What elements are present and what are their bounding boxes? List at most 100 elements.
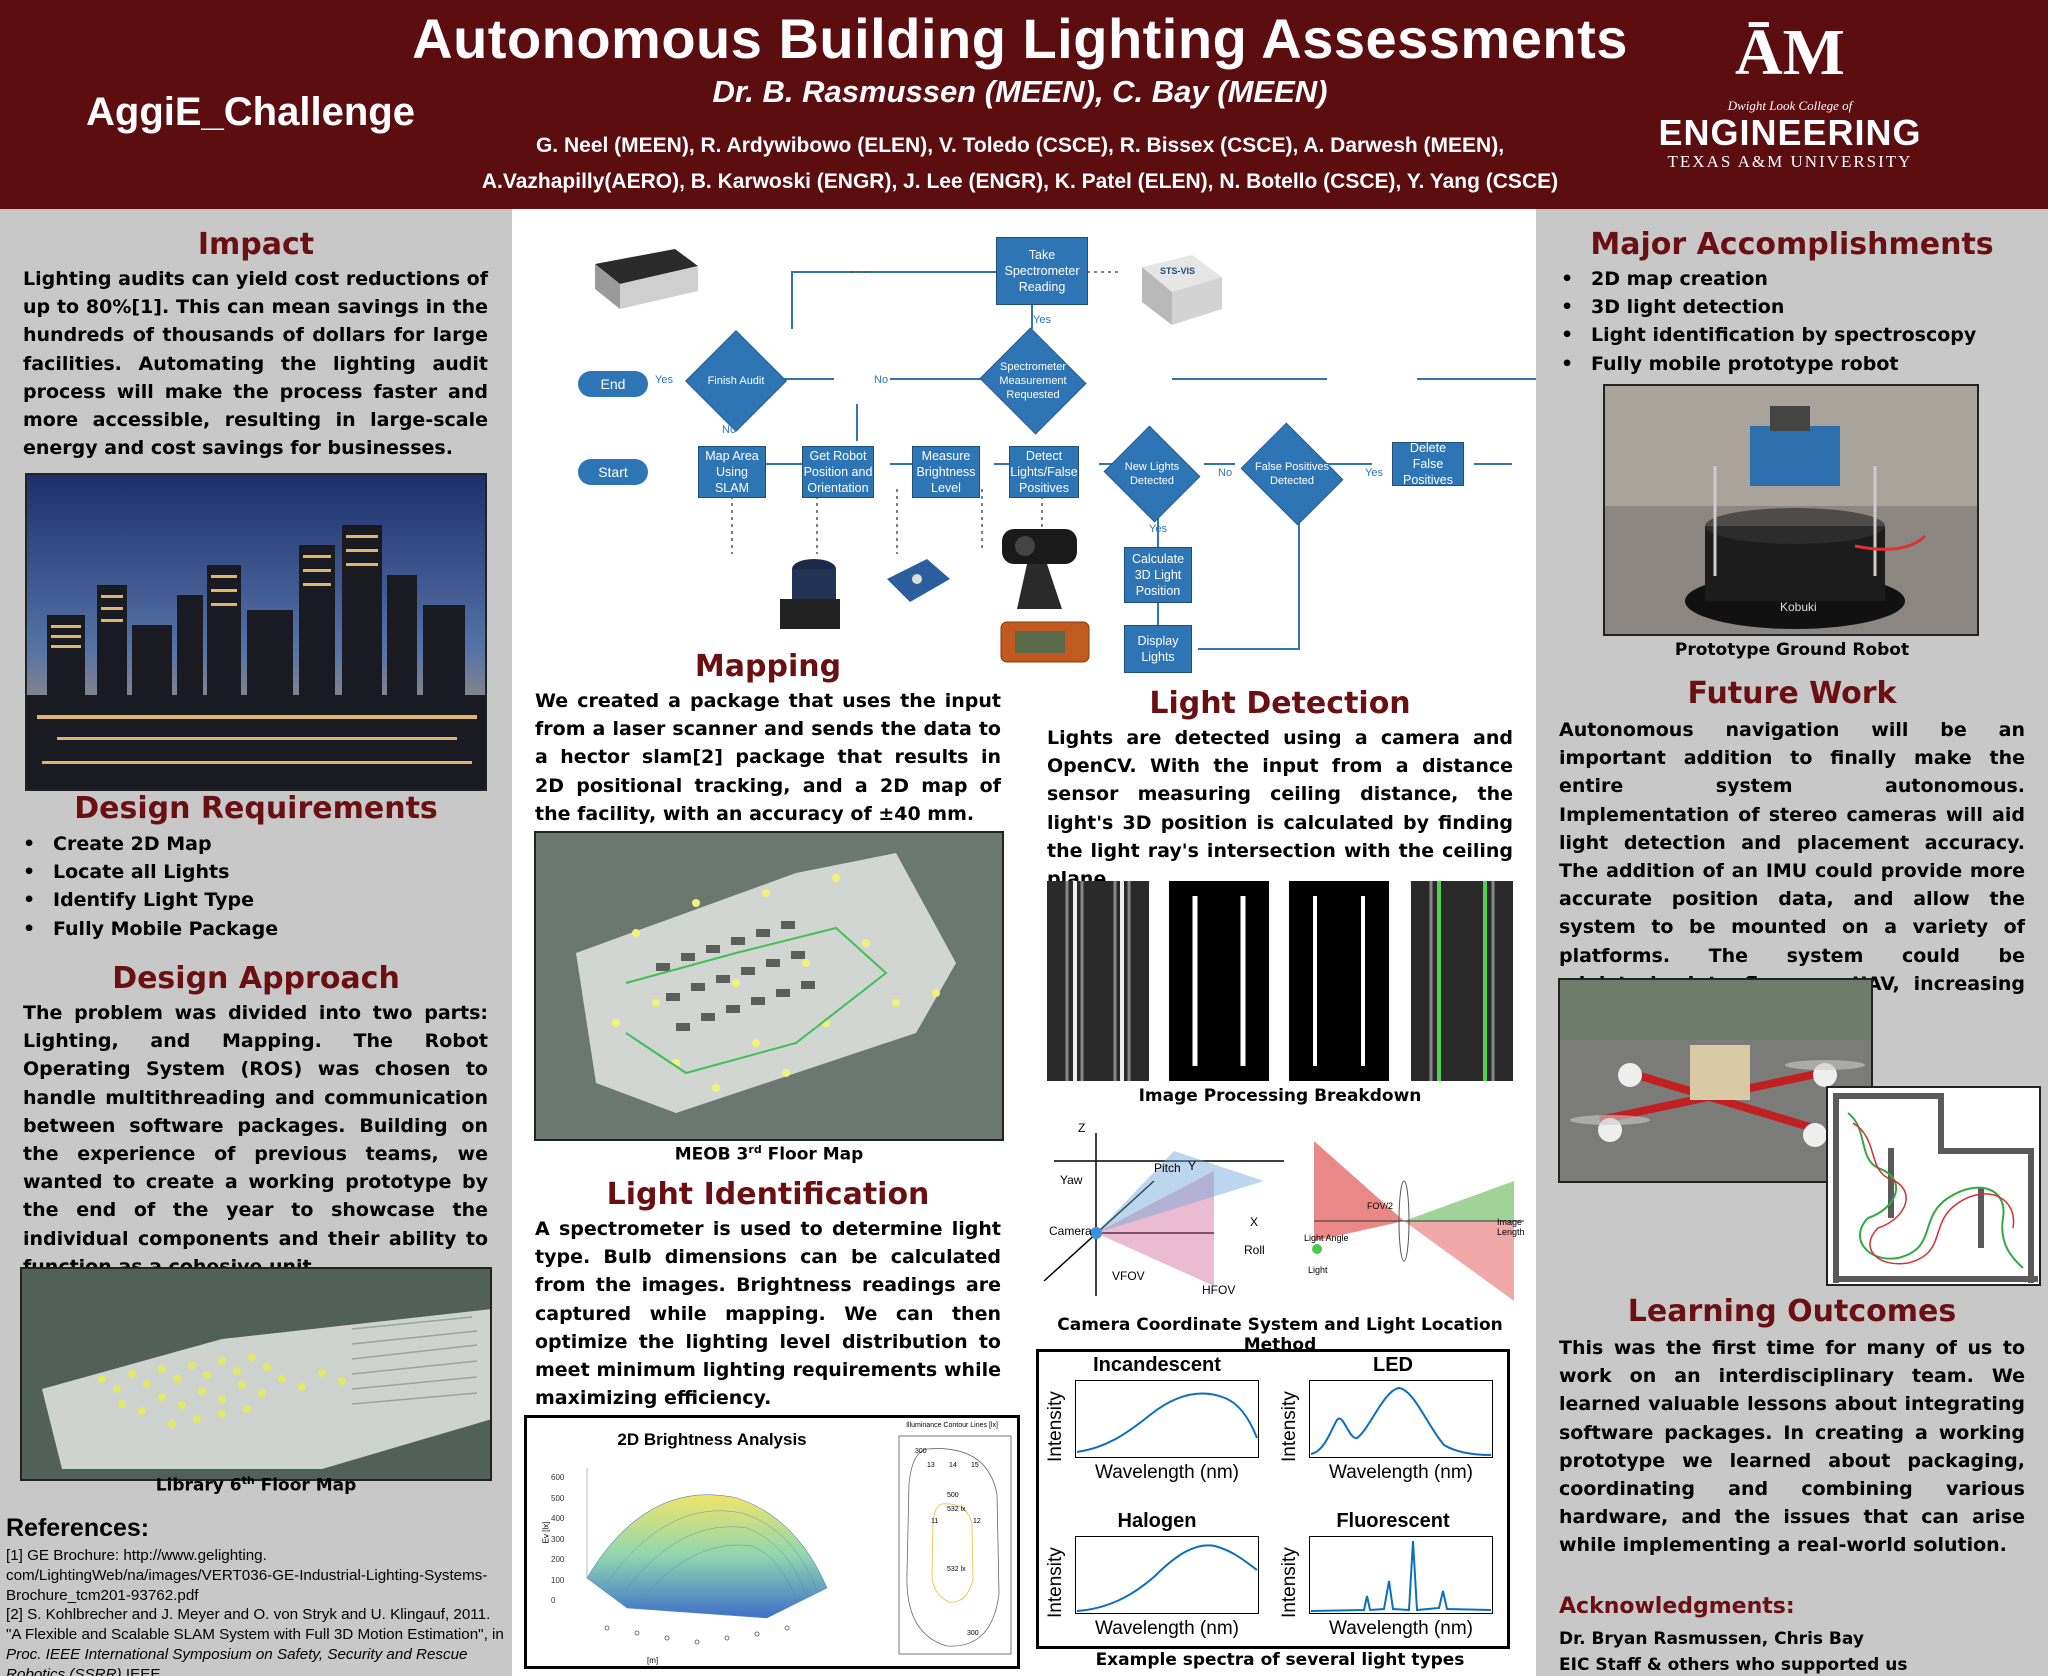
list-item: Identify Light Type xyxy=(23,886,488,914)
mapping-text: We created a package that uses the input… xyxy=(535,690,1001,825)
poster-title: Autonomous Building Lighting Assessments xyxy=(412,7,1628,70)
design-requirements-heading: Design Requirements xyxy=(74,791,438,826)
list-item: 2D map creation xyxy=(1561,265,2026,293)
label-fov2: FOV/2 xyxy=(1367,1201,1394,1211)
spectrum-fluorescent xyxy=(1309,1536,1493,1614)
no-label: No xyxy=(1218,467,1233,479)
axis-z: Z xyxy=(1078,1121,1086,1135)
z-tick: 300 xyxy=(551,1534,565,1544)
new-lights-label: New Lights Detected xyxy=(1124,461,1180,487)
acknowledgments-body: Dr. Bryan Rasmussen, Chris Bay EIC Staff… xyxy=(1559,1626,1907,1676)
contour-value: 11 xyxy=(931,1518,939,1525)
label-yaw: Yaw xyxy=(1060,1173,1083,1187)
team-members-line2: A.Vazhapilly(AERO), B. Karwoski (ENGR), … xyxy=(481,170,1559,193)
z-tick: 200 xyxy=(551,1555,565,1564)
measure-brightness-box: Measure Brightness Level xyxy=(912,446,980,498)
spectrum-halogen xyxy=(1075,1536,1259,1614)
logo-college: Dwight Look College of xyxy=(1727,98,1853,113)
display-lights-box: Display Lights xyxy=(1124,625,1192,673)
label-vfov: VFOV xyxy=(1112,1269,1145,1283)
sts-label: STS-VIS xyxy=(1160,266,1195,276)
contour-value: 12 xyxy=(973,1518,981,1525)
spectrum-title-led: LED xyxy=(1373,1354,1413,1376)
start-node: Start xyxy=(578,459,648,485)
yes-label: Yes xyxy=(1365,467,1383,479)
mini-pc-image xyxy=(595,249,698,309)
spectrum-incandescent xyxy=(1075,1380,1259,1458)
references-body: [1] GE Brochure: http://www.gelighting. … xyxy=(6,1546,504,1676)
library-map-caption: Library 6th Floor Map xyxy=(20,1474,492,1496)
logo-mark: ĀM xyxy=(1735,16,1845,89)
yes-label: Yes xyxy=(655,374,673,386)
z-tick: 400 xyxy=(551,1514,565,1523)
spectrometer-requested-decision: Spectrometer Measurement Requested xyxy=(978,327,1088,435)
meob-caption-sup: rd xyxy=(748,1143,762,1156)
brightness-analysis-figure: 2D Brightness Analysis 600 500 400 300 2… xyxy=(524,1415,1020,1669)
reference-2-authors: [2] S. Kohlbrecher and J. Meyer and O. v… xyxy=(6,1606,504,1644)
axis-x: X xyxy=(1250,1215,1259,1229)
future-work-heading: Future Work xyxy=(1687,676,1897,711)
future-work-text: Autonomous navigation will be an importa… xyxy=(1559,719,2025,1023)
new-lights-decision: New Lights Detected xyxy=(1102,425,1202,523)
brightness-surface-plot xyxy=(586,1468,828,1645)
impact-heading: Impact xyxy=(197,227,315,262)
list-item: Fully mobile prototype robot xyxy=(1561,350,2026,378)
acknowledgment-line: EIC Staff & others who supported us xyxy=(1559,1655,1908,1675)
light-detection-heading: Light Detection xyxy=(1149,686,1411,721)
reference-2-venue: Proc. IEEE International Symposium on Sa… xyxy=(6,1645,468,1676)
false-positives-decision: False Positives Detected xyxy=(1236,422,1348,526)
robot-brand-text: Kobuki xyxy=(1780,600,1817,614)
spectrum-xlabel: Wavelength (nm) xyxy=(1095,1618,1239,1639)
contour-value: 14 xyxy=(949,1462,957,1469)
tamu-engineering-logo: ĀM Dwight Look College of ENGINEERING TE… xyxy=(1640,20,1940,200)
header-banner: Autonomous Building Lighting Assessments… xyxy=(0,0,2048,209)
label-camera: Camera xyxy=(1049,1224,1092,1238)
impact-text: Lighting audits can yield cost reduction… xyxy=(23,268,488,460)
yes-label: Yes xyxy=(1149,523,1167,535)
navigation-path-map xyxy=(1826,1086,2041,1286)
challenge-name: AggiE_Challenge xyxy=(86,90,415,134)
no-label: No xyxy=(874,374,889,386)
z-tick: 0 xyxy=(551,1596,556,1605)
meob-caption-post: Floor Map xyxy=(761,1144,864,1165)
brightness-title: 2D Brightness Analysis xyxy=(617,1430,807,1449)
meob-map-caption: MEOB 3rd Floor Map xyxy=(534,1143,1004,1165)
detect-lights-box: Detect Lights/False Positives xyxy=(1009,446,1079,498)
sensor-board-image xyxy=(887,559,950,602)
label-image-length: Image Length xyxy=(1497,1217,1525,1237)
list-item: Locate all Lights xyxy=(23,858,488,886)
contour-value: 15 xyxy=(971,1462,979,1469)
reference-2-publisher: ,IEEE. xyxy=(121,1665,165,1676)
yes-label: Yes xyxy=(1033,314,1051,326)
light-identification-heading: Light Identification xyxy=(606,1177,930,1212)
right-column: Major Accomplishments 2D map creation 3D… xyxy=(1536,209,2048,1676)
spectrum-led xyxy=(1309,1380,1493,1458)
meob-floor-map xyxy=(534,831,1004,1141)
spectrometer-requested-label: Spectrometer Measurement Requested xyxy=(999,361,1067,401)
list-item: Create 2D Map xyxy=(23,830,488,858)
robot-caption: Prototype Ground Robot xyxy=(1674,640,1910,660)
image-processing-panels xyxy=(1047,881,1513,1081)
webcam-image xyxy=(1002,529,1077,609)
design-approach-heading: Design Approach xyxy=(112,961,400,996)
get-position-box: Get Robot Position and Orientation xyxy=(802,446,874,498)
spectrometer-image: STS-VIS xyxy=(1142,255,1222,325)
false-positives-label: False Positives Detected xyxy=(1255,461,1329,487)
spectrum-xlabel: Wavelength (nm) xyxy=(1329,1618,1473,1639)
finish-audit-decision: Finish Audit xyxy=(685,330,787,432)
label-pitch: Pitch xyxy=(1154,1161,1181,1175)
label-light: Light xyxy=(1308,1265,1328,1275)
acknowledgment-line: Dr. Bryan Rasmussen, Chris Bay xyxy=(1559,1629,1864,1649)
system-flowchart: STS-VIS Take Spectrometer Reading xyxy=(512,209,1536,679)
team-members-line1: G. Neel (MEEN), R. Ardywibowo (ELEN), V.… xyxy=(535,134,1505,157)
take-reading-box: Take Spectrometer Reading xyxy=(996,237,1088,305)
reference-1: [1] GE Brochure: http://www.gelighting. … xyxy=(6,1547,488,1604)
references-heading: References: xyxy=(6,1514,150,1542)
contour-value: 300 xyxy=(967,1630,979,1637)
z-tick: 500 xyxy=(551,1493,565,1503)
spectrum-title-halogen: Halogen xyxy=(1117,1510,1197,1532)
no-label: No xyxy=(722,424,737,436)
contour-plot xyxy=(898,1435,1012,1655)
label-hfov: HFOV xyxy=(1202,1283,1236,1297)
logo-university: TEXAS A&M UNIVERSITY xyxy=(1667,152,1913,171)
